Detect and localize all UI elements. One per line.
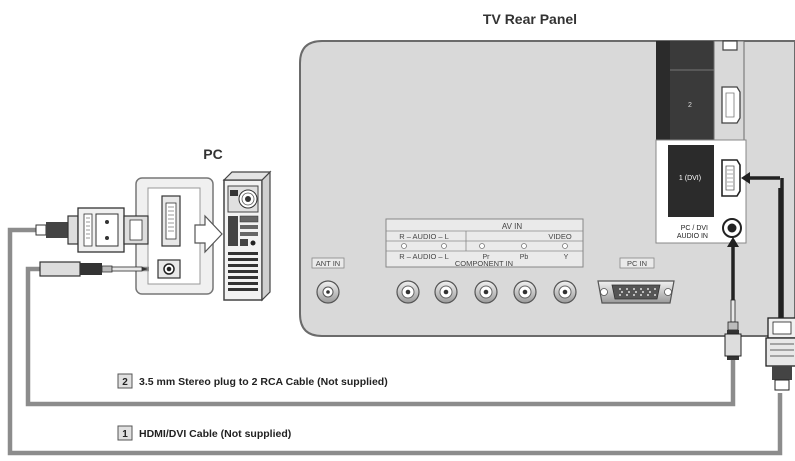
jack-pb-label: Pb [520,254,529,261]
cable-1-text: HDMI/DVI Cable (Not supplied) [139,428,291,440]
cable-2-label: 2 3.5 mm Stereo plug to 2 RCA Cable (Not… [117,373,388,389]
hdmi-port-2 [721,86,741,124]
component-in-label: COMPONENT IN [455,259,513,268]
cable-2-number: 2 [122,377,128,388]
cable-1-label: 1 HDMI/DVI Cable (Not supplied) [117,425,291,441]
rca-jack-audio-l[interactable] [434,280,458,304]
hdmi-2-label: 2 [688,102,692,109]
rca-jack-pr[interactable] [474,280,498,304]
hdmi-plug-tv [765,317,795,391]
pc-in-vga-port[interactable] [597,280,675,304]
audio-label-top: R – AUDIO – L [399,232,449,241]
audio-plug-pc [39,261,148,277]
hdmi-port-3 [722,40,738,51]
pc-tower [222,170,272,302]
pc-in-label-box [619,257,655,269]
pc-dvi-port[interactable] [161,195,181,247]
arrow-to-hdmi-icon [741,172,750,184]
cable-1-hdmi-line [7,227,783,456]
tv-rear-panel-title: TV Rear Panel [483,11,577,27]
video-label: VIDEO [548,232,572,241]
av-component-label-block [385,218,584,268]
pc-dvi-audio-label-1: PC / DVI [681,225,708,232]
audio-plug-tv [724,299,742,360]
pc-audio-out-jack[interactable] [157,259,181,279]
zoom-arrow-icon [194,214,223,254]
audio-label-bottom: R – AUDIO – L [399,252,449,261]
cable-1-number: 1 [122,429,128,440]
av-in-label: AV IN [502,222,523,231]
jack-pr-label: Pr [483,254,491,261]
ant-in-label-box [311,257,345,269]
pc-dvi-audio-label-2: AUDIO IN [677,233,708,240]
ant-in-label: ANT IN [316,259,340,268]
rca-jack-pb[interactable] [513,280,537,304]
pc-title: PC [203,146,222,162]
jack-y-label: Y [564,254,569,261]
rca-jack-y[interactable] [553,280,577,304]
rca-jack-audio-r[interactable] [396,280,420,304]
cable-2-text: 3.5 mm Stereo plug to 2 RCA Cable (Not s… [139,376,388,388]
hdmi-1-label: 1 (DVI) [679,175,701,182]
hdmi-1-dark [668,145,714,217]
arrow-to-audio-icon [727,237,739,247]
dvi-plug-pc [35,207,149,253]
pc-in-label: PC IN [627,259,647,268]
